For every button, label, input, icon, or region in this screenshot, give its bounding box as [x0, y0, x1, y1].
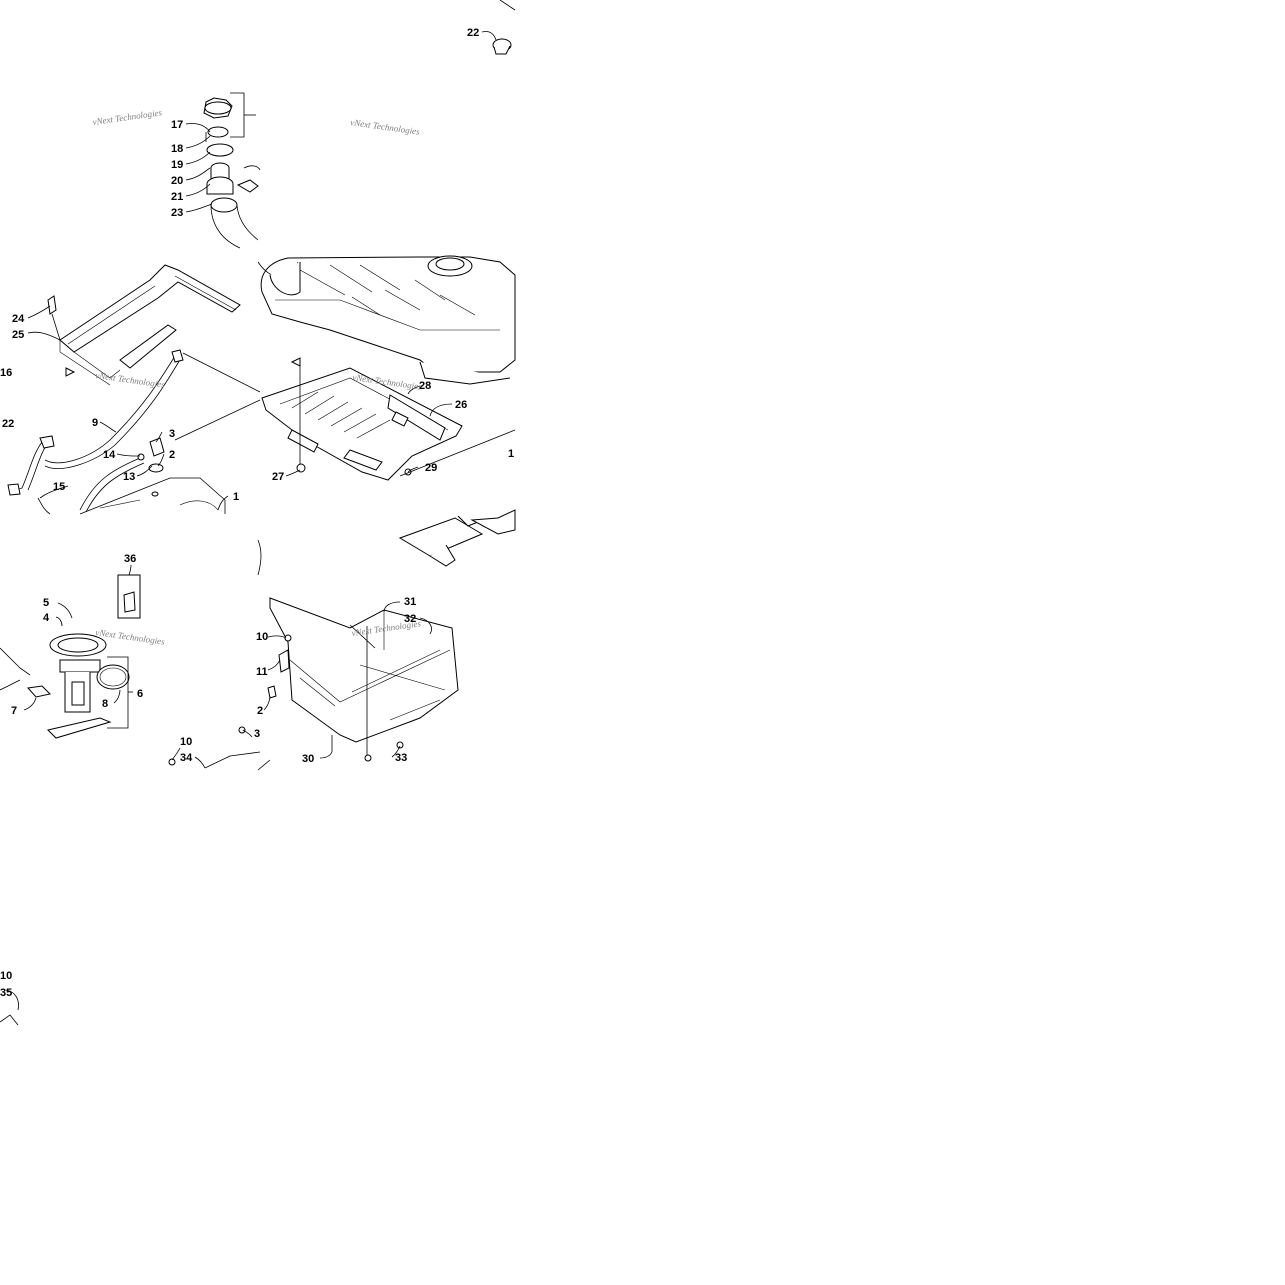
- callout-34: 34: [180, 752, 193, 764]
- callout-20: 20: [171, 175, 183, 187]
- callout-16: 16: [0, 367, 12, 379]
- heat-shield-box: [267, 597, 459, 762]
- callout-12: 1: [508, 448, 514, 460]
- tank-support-frame: [47, 264, 241, 386]
- watermark-text: vNext Technologies: [350, 117, 421, 137]
- callout-36: 36: [124, 553, 136, 565]
- callout-28: 28: [419, 380, 431, 392]
- watermark-text: vNext Technologies: [92, 107, 163, 127]
- skid-plate: [261, 357, 516, 481]
- callout-6: 6: [137, 688, 143, 700]
- callout-29: 29: [425, 462, 437, 474]
- fuel-hoses: [7, 349, 261, 515]
- callout-4: 4: [43, 612, 50, 624]
- callout-25: 25: [12, 329, 24, 341]
- tank-lower-fragment: [79, 399, 261, 515]
- callout-30: 30: [302, 753, 314, 765]
- callout-10: 10: [256, 631, 268, 643]
- watermark-text: vNext Technologies: [95, 370, 166, 390]
- callout-18: 18: [171, 143, 183, 155]
- callout-15: 15: [53, 481, 65, 493]
- callout-9: 9: [92, 417, 98, 429]
- filler-cap-assembly: [203, 92, 261, 249]
- callout-32: 32: [404, 613, 416, 625]
- callout-13: 13: [123, 471, 135, 483]
- callout-2b: 2: [257, 705, 263, 717]
- callout-14: 14: [103, 449, 116, 461]
- callout-24: 24: [12, 313, 25, 325]
- callout-31: 31: [404, 596, 416, 608]
- callout-23: 23: [171, 207, 183, 219]
- callout-2: 2: [169, 449, 175, 461]
- callout-3: 3: [169, 428, 175, 440]
- watermarks: vNext Technologies vNext Technologies vN…: [92, 107, 423, 646]
- callout-10c: 10: [0, 970, 12, 982]
- callout-26: 26: [455, 399, 467, 411]
- callout-22b: 22: [2, 418, 14, 430]
- callout-7: 7: [11, 705, 17, 717]
- callout-21: 21: [171, 191, 183, 203]
- callout-33: 33: [395, 752, 407, 764]
- callout-19: 19: [171, 159, 183, 171]
- callout-3b: 3: [254, 728, 260, 740]
- callout-17: 17: [171, 119, 183, 131]
- fuel-tank: [257, 255, 516, 385]
- callout-22: 22: [467, 27, 479, 39]
- lower-fasteners: [0, 539, 271, 1026]
- callout-10b: 10: [180, 736, 192, 748]
- callout-11: 11: [256, 666, 268, 678]
- callout-labels: 22 17 18 19 20 21 23 24 25 16 22 9 3 14 …: [0, 27, 514, 999]
- callout-27: 27: [272, 471, 284, 483]
- small-bracket: [398, 509, 516, 567]
- fuel-fittings: [137, 437, 165, 497]
- callout-5: 5: [43, 597, 49, 609]
- callout-8: 8: [102, 698, 108, 710]
- callout-1: 1: [233, 491, 239, 503]
- callout-35: 35: [0, 987, 12, 999]
- vent-cap: [492, 0, 516, 55]
- fuel-pump-assembly: [0, 574, 141, 739]
- leader-lines: [5, 31, 497, 1011]
